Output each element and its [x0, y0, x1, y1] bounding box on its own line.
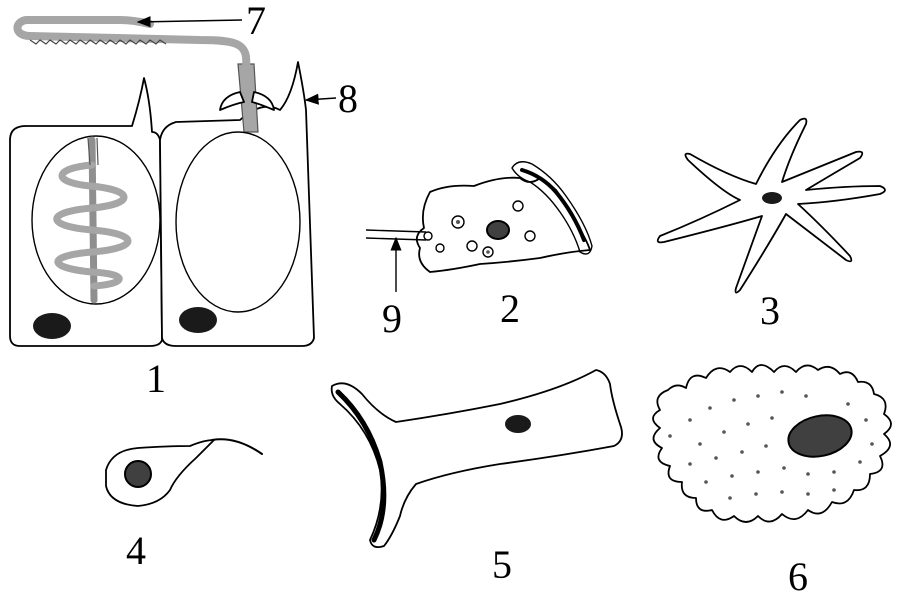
stellate-nucleus: [762, 192, 782, 204]
right-cell-nucleus: [179, 307, 217, 333]
figure-2-amoeboid-cell: 9 2: [365, 161, 593, 341]
t-cell-dark-edge: [335, 389, 387, 543]
right-cnidocyte-body: [159, 61, 315, 347]
left-cell-nucleus: [33, 313, 71, 339]
ruffled-cell-nucleus: [787, 414, 853, 458]
granules: [668, 390, 874, 500]
callout-8-label: 8: [338, 76, 358, 121]
barb-right: [251, 91, 275, 111]
figure-5-t-shaped-cell: 5: [330, 369, 623, 587]
figure-3-stellate-cell: 3: [656, 117, 886, 333]
amoeboid-dark-edge: [520, 168, 586, 242]
figure-1-number: 1: [146, 356, 166, 401]
flagellum: [211, 438, 263, 455]
vacuole-6: [435, 243, 445, 253]
callout-9-label: 9: [382, 296, 402, 341]
right-nematocyst-capsule: [175, 131, 301, 313]
t-cell-nucleus: [505, 415, 531, 433]
callout-8-arrow: [304, 93, 337, 105]
coiled-thread: [53, 136, 132, 304]
figure-6-number: 6: [788, 554, 808, 593]
figure-1-cnidocytes: 7 8 1: [9, 0, 358, 401]
callout-7-arrow: [136, 16, 243, 28]
figure-3-number: 3: [760, 288, 780, 333]
vacuole-5: [524, 230, 536, 242]
figure-4-flagellated-cell: 4: [105, 438, 263, 573]
figure-5-number: 5: [492, 542, 512, 587]
vacuole-2: [466, 240, 478, 252]
thread-spines: [29, 39, 167, 45]
figure-4-number: 4: [126, 528, 146, 573]
ruffled-cell-body: [652, 364, 892, 523]
vacuole-3: [482, 246, 494, 258]
figure-6-ruffled-cell: 6: [652, 364, 892, 593]
vacuole-4: [512, 200, 524, 212]
amoeboid-edge-outline: [511, 161, 593, 255]
stellate-body: [656, 117, 886, 294]
flagellate-body: [105, 439, 215, 507]
barb-left: [219, 91, 245, 111]
flagellate-nucleus: [124, 460, 152, 488]
discharged-thread: [13, 16, 251, 70]
t-cell-body: [330, 369, 623, 549]
figure-2-number: 2: [500, 286, 520, 331]
amoeboid-nucleus: [486, 220, 510, 240]
vacuole-1: [451, 215, 465, 229]
callout-7-label: 7: [246, 0, 266, 43]
pseudopod-tip: [423, 231, 433, 241]
